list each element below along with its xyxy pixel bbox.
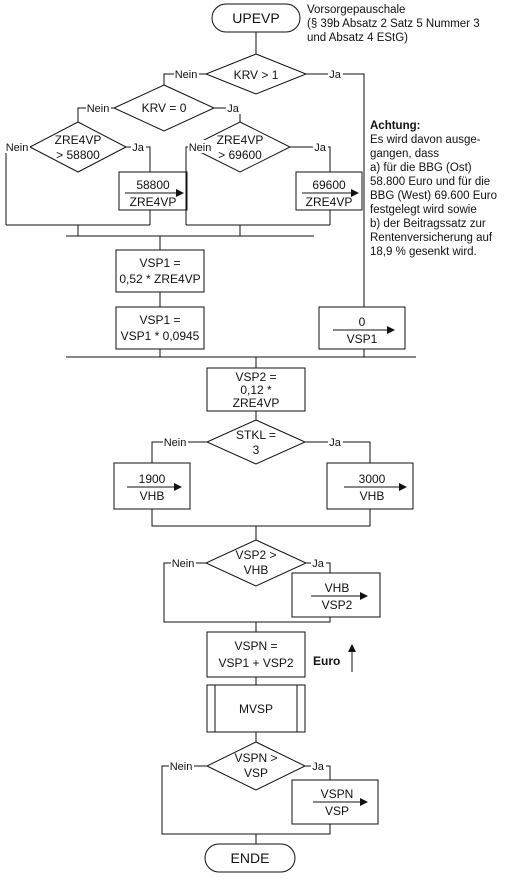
krv-gt-1-no: Nein	[175, 69, 198, 81]
attention-line-8: Rentenversicherung auf	[370, 232, 493, 244]
header-note-line-1: Vorsorgepauschale	[307, 4, 405, 16]
decision-zre4vp-58800	[28, 121, 128, 173]
process-vsp1-a-line-2: 0,52 * ZRE4VP	[119, 272, 200, 286]
vspn-vsp-no: Nein	[170, 761, 193, 773]
krv-eq-0-yes: Ja	[227, 103, 240, 115]
assign-0-value: 0	[359, 315, 366, 329]
assign-69600-target: ZRE4VP	[306, 195, 353, 209]
stkl-3-yes: Ja	[329, 437, 342, 449]
decision-vsp2-vhb	[204, 539, 308, 587]
process-vsp2-line-3: ZRE4VP	[233, 396, 280, 410]
header-note-line-2: (§ 39b Absatz 2 Satz 5 Nummer 3	[307, 18, 480, 30]
decision-stkl-3-text-2: 3	[253, 443, 260, 457]
assign-3000-target: VHB	[360, 489, 385, 503]
attention-title: Achtung:	[370, 120, 421, 132]
attention-line-3: a) für die BBG (Ost)	[370, 162, 472, 174]
decision-stkl-3	[205, 419, 307, 465]
assign-vspn-vsp	[291, 779, 379, 825]
vsp2-vhb-yes: Ja	[312, 558, 325, 570]
krv-gt-1-yes: Ja	[329, 69, 342, 81]
assign-vhb-target: VSP2	[322, 598, 353, 612]
start-label: UPEVP	[232, 10, 279, 26]
zre4vp-58800-no: Nein	[6, 142, 29, 154]
assign-vspn-value: VSPN	[321, 787, 354, 801]
attention-line-9: 18,9 % gesenkt wird.	[370, 246, 477, 258]
decision-vsp2-vhb-text-1: VSP2 >	[235, 548, 276, 562]
assign-58800-value: 58800	[136, 178, 170, 192]
attention-line-4: 58.800 Euro und für die	[370, 176, 491, 188]
subroutine-mvsp-text: MVSP	[239, 702, 273, 716]
decision-zre4vp-58800-text-2: > 58800	[56, 148, 100, 162]
assign-69600-zre4vp	[295, 171, 363, 211]
decision-vsp2-vhb-text-2: VHB	[244, 563, 269, 577]
decision-vspn-vsp	[205, 741, 307, 791]
decision-zre4vp-58800-text-1: ZRE4VP	[55, 133, 102, 147]
assign-3000-value: 3000	[359, 472, 386, 486]
end-label: ENDE	[231, 850, 270, 866]
assign-vspn-target: VSP	[325, 804, 349, 818]
assign-58800-target: ZRE4VP	[130, 195, 177, 209]
euro-label: Euro	[313, 654, 340, 668]
decision-vspn-vsp-text-2: VSP	[244, 766, 268, 780]
decision-krv-eq-0-text: KRV = 0	[142, 101, 187, 115]
end-terminal	[204, 843, 296, 873]
vspn-vsp-yes: Ja	[312, 761, 325, 773]
process-vsp1-b-line-2: VSP1 * 0,0945	[121, 329, 200, 343]
assign-1900-value: 1900	[139, 472, 166, 486]
decision-zre4vp-69600	[188, 121, 292, 173]
attention-line-2: gangen, dass	[370, 148, 440, 160]
assign-vhb-vsp2	[291, 572, 381, 618]
attention-line-6: festgelegt wird sowie	[370, 204, 477, 216]
decision-zre4vp-69600-text-2: > 69600	[218, 148, 262, 162]
assign-vhb-value: VHB	[325, 581, 350, 595]
assign-1900-target: VHB	[140, 489, 165, 503]
attention-line-1: Es wird davon ausge-	[370, 134, 481, 146]
process-vspn-line-1: VSPN =	[234, 639, 277, 653]
attention-note: Achtung: Es wird davon ausge- gangen, da…	[370, 119, 497, 259]
zre4vp-69600-no: Nein	[189, 142, 212, 154]
process-vsp2-line-2: 0,12 *	[240, 383, 272, 397]
decision-krv-gt-1	[204, 53, 308, 95]
decision-zre4vp-69600-text-1: ZRE4VP	[217, 133, 264, 147]
assign-0-target: VSP1	[347, 332, 378, 346]
assign-58800-zre4vp	[118, 171, 188, 211]
assign-0-vsp1	[318, 306, 406, 350]
decision-vspn-vsp-text-1: VSPN >	[234, 751, 277, 765]
zre4vp-69600-yes: Ja	[314, 142, 327, 154]
process-vsp1-a-line-1: VSP1 =	[139, 256, 180, 270]
decision-stkl-3-text-1: STKL =	[236, 428, 276, 442]
assign-69600-value: 69600	[312, 178, 346, 192]
decision-krv-gt-1-text: KRV > 1	[234, 68, 279, 82]
krv-eq-0-no: Nein	[87, 103, 110, 115]
stkl-3-no: Nein	[164, 437, 187, 449]
process-vsp1-b-line-1: VSP1 =	[139, 313, 180, 327]
decision-krv-eq-0	[112, 84, 216, 132]
process-vsp2-line-1: VSP2 =	[235, 370, 276, 384]
attention-line-7: b) der Beitragssatz zur	[370, 218, 486, 230]
zre4vp-58800-yes: Ja	[132, 142, 145, 154]
process-vspn-line-2: VSP1 + VSP2	[218, 656, 293, 670]
vsp2-vhb-no: Nein	[172, 558, 195, 570]
header-note-line-3: und Absatz 4 EStG)	[307, 32, 408, 44]
attention-line-5: BBG (West) 69.600 Euro	[370, 190, 497, 202]
